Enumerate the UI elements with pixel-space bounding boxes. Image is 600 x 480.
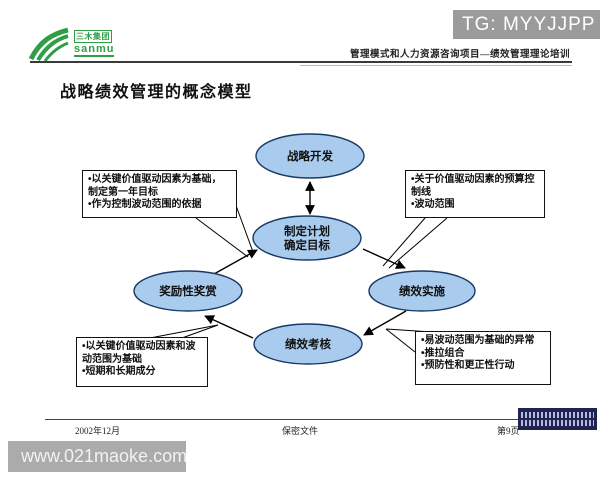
node-make-plan-set-goals: 制定计划 确定目标: [252, 215, 362, 261]
callout-plan-basis: •以关键价值驱动因素为基础，制定第一年目标 •作为控制波动范围的依据: [82, 170, 237, 218]
node-label: 确定目标: [284, 238, 330, 252]
callout-text: •预防性和更正性行动: [421, 360, 515, 371]
tg-watermark-badge: TG: MYYJJPP: [453, 10, 600, 39]
arrow-plan-implement: [362, 248, 406, 269]
callout-text: •以关键价值驱动因素为基础，制定第一年目标: [88, 174, 222, 198]
node-strategy-development: 战略开发: [255, 133, 365, 179]
site-watermark-bar: www.021maoke.com: [8, 441, 187, 472]
footer-watermark-logo: [518, 408, 597, 430]
page-title: 战略绩效管理的概念模型: [60, 84, 253, 101]
node-label: 绩效实施: [399, 284, 445, 298]
header-rule: [30, 61, 572, 63]
arrow-implement-review: [363, 310, 407, 336]
arrow-reward-plan: [213, 249, 258, 275]
callout-review-actions: •易波动范围为基础的异常 •推拉组合 •预防性和更正性行动: [415, 331, 551, 385]
callout-text: •作为控制波动范围的依据: [88, 199, 202, 210]
callout-text: •关于价值驱动因素的预算控制线: [411, 174, 535, 198]
node-performance-review: 绩效考核: [253, 323, 363, 365]
header-subtitle: 管理模式和人力资源咨询项目—绩效管理理论培训: [349, 50, 570, 60]
callout-budget-control: •关于价值驱动因素的预算控制线 •波动范围: [405, 170, 545, 218]
footer-page-number: 第9页: [497, 426, 520, 436]
logo-brand-name: sanmu: [74, 43, 115, 58]
node-performance-implementation: 绩效实施: [368, 270, 476, 312]
watermark-pixel-row: [521, 412, 594, 418]
watermark-pixel-row: [521, 420, 594, 426]
node-incentive-reward: 奖励性奖赏: [133, 270, 243, 312]
logo-swoosh-icon: [28, 27, 69, 62]
callout-text: •波动范围: [411, 199, 455, 210]
callout-pointer-lines: [149, 199, 448, 353]
arrow-review-reward: [204, 315, 254, 339]
company-logo: 三木集团 sanmu: [28, 27, 124, 63]
node-label: 制定计划: [284, 224, 330, 238]
header-rule-shadow: [300, 65, 572, 66]
callout-reward-basis: •以关键价值驱动因素和波动范围为基础 •短期和长期成分: [76, 337, 208, 387]
node-label: 绩效考核: [285, 337, 331, 351]
callout-text: •易波动范围为基础的异常: [421, 335, 535, 346]
footer-confidential-label: 保密文件: [281, 426, 318, 436]
node-label: 战略开发: [287, 149, 333, 163]
callout-text: •以关键价值驱动因素和波动范围为基础: [82, 341, 196, 365]
node-label: 奖励性奖赏: [159, 284, 217, 298]
footer-date: 2002年12月: [75, 426, 121, 436]
logo-company-name: 三木集团: [74, 30, 112, 43]
callout-text: •推拉组合: [421, 347, 465, 359]
footer-rule: [45, 419, 560, 420]
callout-text: •短期和长期成分: [82, 366, 156, 377]
